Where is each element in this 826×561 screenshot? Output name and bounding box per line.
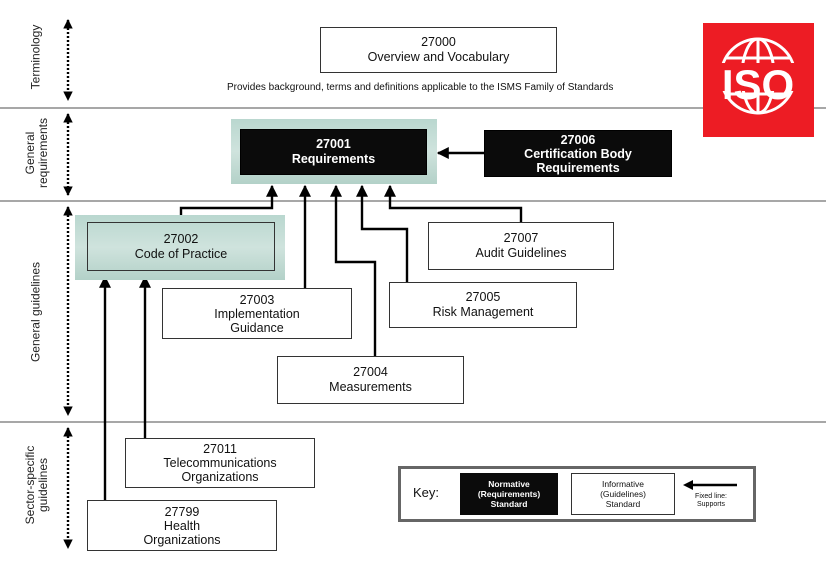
standard-27004-box: 27004 Measurements: [277, 356, 464, 404]
standard-27007-box: 27007 Audit Guidelines: [428, 222, 614, 270]
standard-27000-box: 27000 Overview and Vocabulary: [320, 27, 557, 73]
supports-arrow-27004: [330, 184, 377, 356]
standard-27005-box: 27005 Risk Management: [389, 282, 577, 328]
terminology-description: Provides background, terms and definitio…: [227, 82, 614, 93]
standard-27799-box: 27799 Health Organizations: [87, 500, 277, 551]
guideline-highlight: [75, 215, 285, 280]
svg-text:ISO: ISO: [722, 61, 794, 108]
band-divider: [0, 200, 826, 202]
supports-arrow-27007: [384, 184, 523, 222]
legend-arrow-icon: [683, 480, 737, 490]
legend-normative: Normative (Requirements) Standard: [460, 473, 558, 515]
legend-label: Key:: [413, 485, 440, 500]
standard-27006-box: 27006 Certification Body Requirements: [484, 130, 672, 177]
band-divider: [0, 107, 826, 109]
globe-icon: ISO: [709, 37, 808, 115]
standard-27011-box: 27011 Telecommunications Organizations: [125, 438, 315, 488]
supports-arrow-27005: [356, 184, 409, 282]
standard-27002-box: 27002 Code of Practice: [87, 222, 275, 271]
standard-27003-box: 27003 Implementation Guidance: [162, 288, 352, 339]
iso-logo: ISO: [703, 23, 814, 137]
legend: Key: Normative (Requirements) Standard I…: [398, 466, 756, 522]
legend-fixed-line: Fixed line: Supports: [695, 493, 727, 508]
standard-27001-box: 27001 Requirements: [240, 129, 427, 175]
band-divider: [0, 421, 826, 423]
legend-informative: Informative (Guidelines) Standard: [571, 473, 675, 515]
